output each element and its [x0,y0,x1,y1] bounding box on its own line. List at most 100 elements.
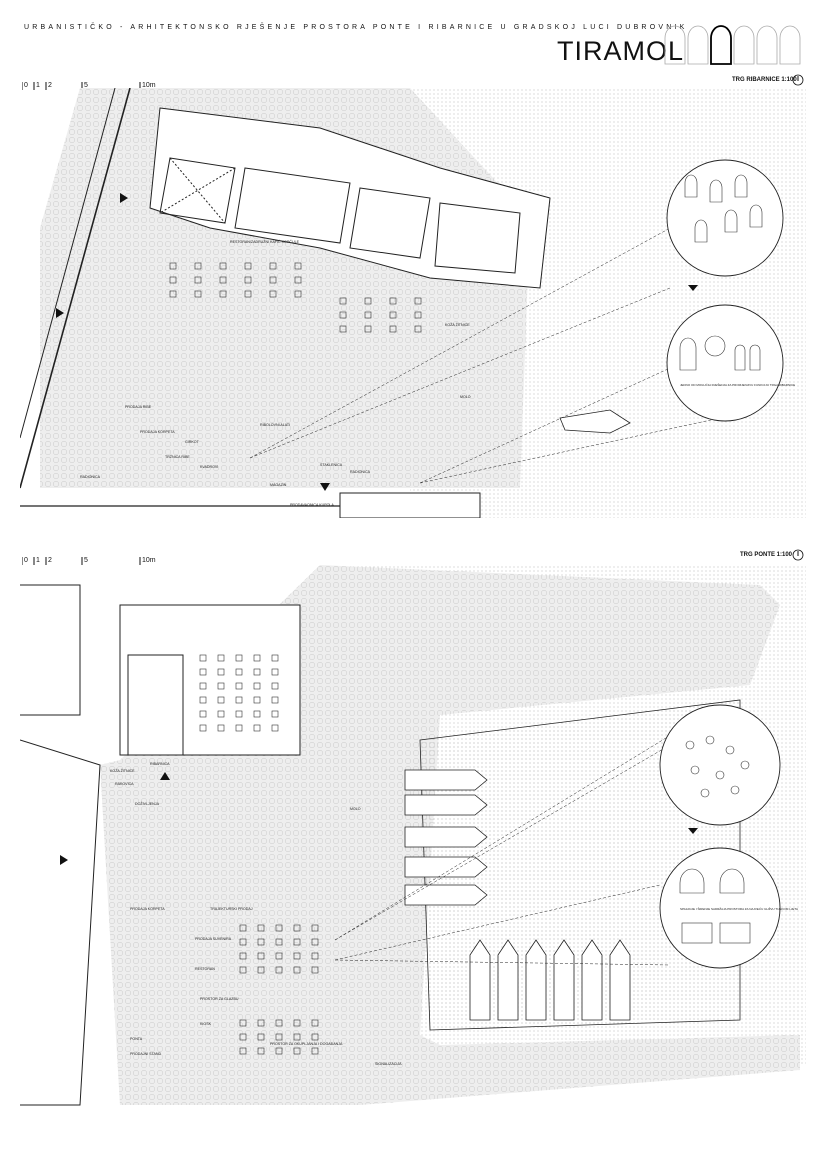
plan-label: RADIONICA [350,470,371,474]
table-icon [239,1033,247,1041]
scale-bar-graphic [21,557,141,565]
building-bottom [339,492,481,518]
table-icon [294,276,302,284]
arch-icon [733,25,755,65]
table-icon [244,262,252,270]
table-icon [311,952,319,960]
table-icon [239,1047,247,1055]
table-icon [257,966,265,974]
table-icon [414,297,422,305]
table-icon [293,1047,301,1055]
table-icon [253,682,261,690]
table-icon [294,262,302,270]
table-icon [275,1033,283,1041]
table-icon [257,1019,265,1027]
table-icon [389,311,397,319]
table-icon [364,311,372,319]
arch-row [664,25,801,65]
table-icon [235,654,243,662]
plan-label: PRODAJNI STAND [130,1052,161,1056]
arch-icon [710,25,732,65]
table-icon [339,311,347,319]
table-icon [271,696,279,704]
scale-tick-1: 1 [36,82,40,89]
plan-label: RESTORAN [195,967,215,971]
plan-label: KIOSK [200,1022,212,1026]
table-icon [244,290,252,298]
plan-label: KOŽA ŽITNICE [445,322,470,327]
table-icon [235,710,243,718]
scale-bar-bottom: 0 1 2 5 10m [21,557,162,569]
boat-icon [404,794,488,816]
scale-tick-1: 1 [36,557,40,564]
table-icon [194,262,202,270]
table-icon [311,1033,319,1041]
table-icon [257,1033,265,1041]
table-icon [239,938,247,946]
plan-label: RESTORAN/ZADRUŽNI KAFIĆ KORČULE [230,239,300,244]
boat-icon [404,884,488,906]
arch-icon [664,25,686,65]
table-icon [364,325,372,333]
boat-icon [525,939,547,1021]
table-icon [169,290,177,298]
boat-icon [497,939,519,1021]
plan-label: RIBARNICA [150,762,170,766]
plan-label: TRŽNICA RIBE [165,454,190,459]
table-icon [244,276,252,284]
plan-bottom: SPAJANJE I ŠIRENJE SADRŽAJA PROSTORA ZA … [20,565,806,1106]
entrance-arrow [160,772,170,780]
table-icon [311,924,319,932]
plan-label: SIGNALIZACIJA [375,1062,402,1066]
plan-label: GIRKOT [185,440,200,444]
header-subtitle: URBANISTIČKO - ARHITEKTONSKO RJEŠENJE PR… [24,24,688,31]
boat [559,409,631,434]
cafe-tables [199,654,319,1055]
table-icon [275,938,283,946]
table-icon [414,325,422,333]
table-icon [257,938,265,946]
table-icon [239,924,247,932]
boat-icon [404,826,488,848]
building-arsenal [149,107,551,289]
table-icon [194,290,202,298]
plan-label: MOLO [350,807,361,811]
table-icon [294,290,302,298]
boat-icon [553,939,575,1021]
scale-tick-10: 10m [142,557,156,564]
plan-label: PRODAJA SUVENIRA [195,937,232,941]
table-icon [239,966,247,974]
table-icon [293,938,301,946]
entrance-arrow [56,308,64,318]
table-icon [169,276,177,284]
table-icon [293,952,301,960]
boats [404,769,631,1021]
table-icon [293,924,301,932]
table-icon [239,1019,247,1027]
table-icon [275,1019,283,1027]
plan-label: TRAJEKTURSKI PRODAJ [210,907,253,911]
table-icon [199,696,207,704]
entrance-arrow [60,855,68,865]
cafe-tables [169,262,422,333]
arch-icon [779,25,801,65]
table-icon [199,710,207,718]
table-icon [253,696,261,704]
boat-icon [609,939,631,1021]
table-icon [275,924,283,932]
scale-tick-5: 5 [84,82,88,89]
plan-label: MAGAZIN [270,483,287,487]
table-icon [389,297,397,305]
table-icon [199,682,207,690]
plan-label: KVADROVI [200,465,218,469]
arch-icon [756,25,778,65]
table-icon [257,924,265,932]
plan-top-label: TRG RIBARNICE 1:100 [732,77,797,83]
boat-icon [404,856,488,878]
entrance-arrow [120,193,128,203]
table-icon [271,710,279,718]
table-icon [253,654,261,662]
plan-label: PRODAVAONICA KUPOLA [290,503,334,507]
table-icon [199,654,207,662]
plan-label: RAKOVICA [115,782,134,786]
